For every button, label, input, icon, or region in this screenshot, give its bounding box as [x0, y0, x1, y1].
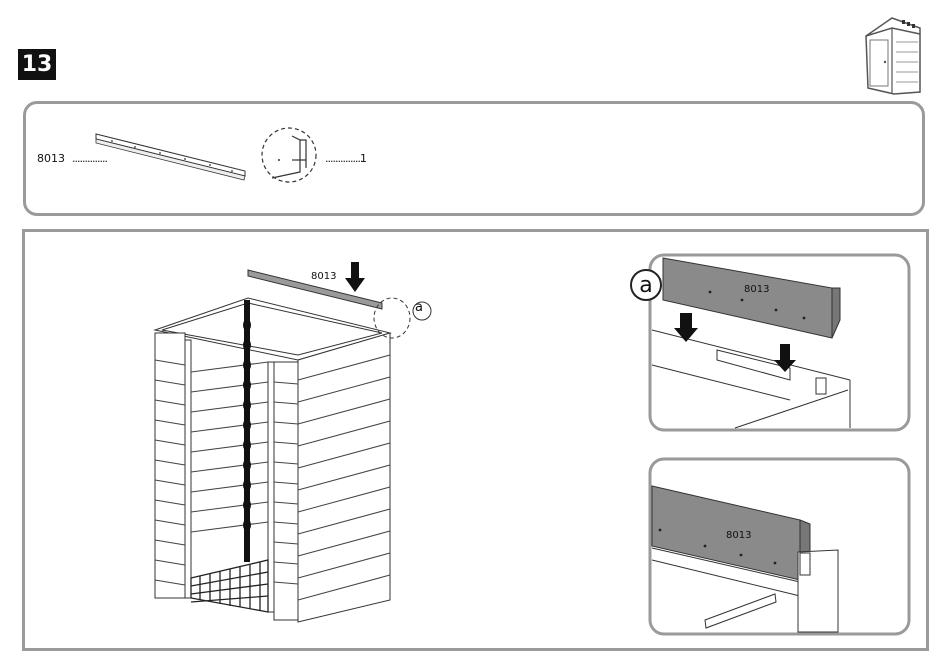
detail-bottom-part-label: 8013: [726, 530, 751, 541]
assembly-panel: [22, 229, 929, 651]
detail-marker-label: a: [415, 300, 423, 315]
detail-a-marker: a: [630, 269, 662, 301]
part-end-detail: [262, 128, 316, 182]
detail-top-part-label: 8013: [744, 284, 769, 295]
rail-part-drawing: [96, 134, 245, 180]
rail-part-label: 8013: [311, 271, 336, 282]
